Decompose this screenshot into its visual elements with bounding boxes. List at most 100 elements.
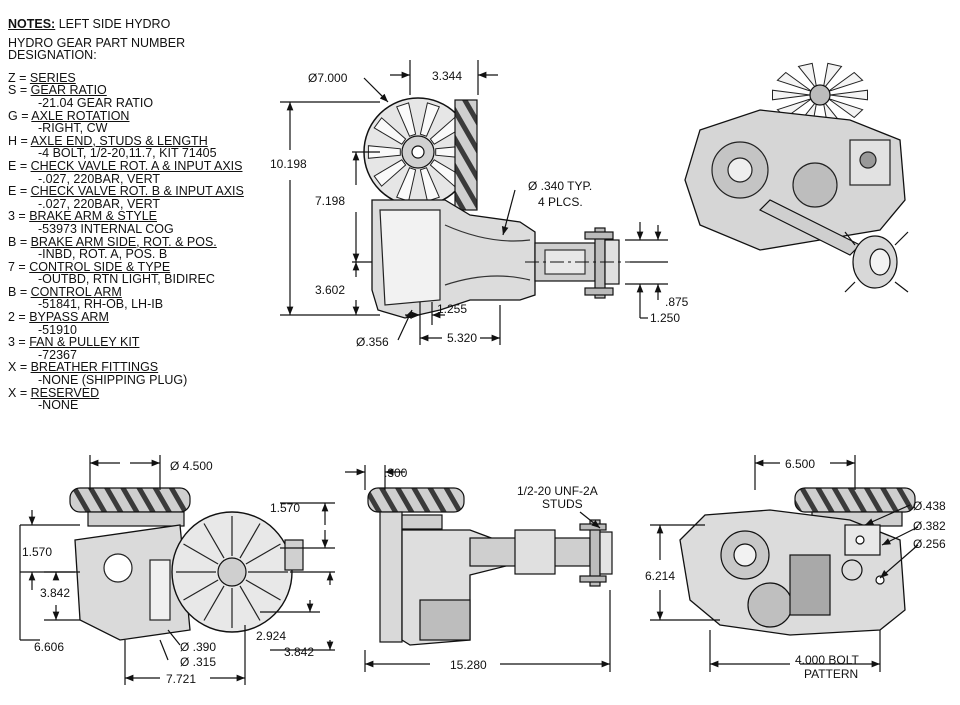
- back-hub: [747, 582, 793, 628]
- designation-code: E: [8, 158, 17, 173]
- dim-back-bolt-1: 4.000 BOLT: [795, 653, 859, 667]
- dim-front-3842a: 3.842: [40, 586, 70, 600]
- front-view: [69, 487, 304, 641]
- dim-front-315: Ø .315: [180, 655, 216, 669]
- designation-detail: -RIGHT, CW: [38, 121, 108, 136]
- cover-rib: [245, 579, 281, 601]
- iso-fan-blade: [827, 98, 864, 119]
- designation-item: H = AXLE END, STUDS & LENGTH: [8, 133, 208, 148]
- designation-item: G = AXLE ROTATION: [8, 108, 130, 123]
- designation-label: RESERVED: [30, 385, 100, 400]
- designation-code: 3: [8, 209, 15, 224]
- designation-item: 7 = CONTROL SIDE & TYPE: [8, 259, 171, 274]
- back-view-dims: [650, 455, 919, 672]
- dim-fan-dia: Ø7.000: [308, 71, 348, 85]
- dim-back-6214: 6.214: [645, 569, 675, 583]
- side-view-dims: [345, 465, 611, 672]
- dim-hole-356: Ø.356: [356, 335, 389, 349]
- designation-detail: -INBD, ROT. A, POS. B: [38, 247, 168, 262]
- side-view: [367, 487, 613, 646]
- designation-item: E = CHECK VAVLE ROT. A & INPUT AXIS: [8, 158, 243, 173]
- fan-blade: [419, 102, 440, 137]
- notes-title: NOTES:: [8, 17, 56, 31]
- designation-label: GEAR RATIO: [30, 83, 107, 98]
- fan-blade: [373, 159, 407, 187]
- side-fan-ribs: [367, 487, 465, 513]
- dim-hub-1250: 1.250: [650, 311, 680, 325]
- notes-panel: NOTES: LEFT SIDE HYDRO HYDRO GEAR PART N…: [8, 18, 244, 412]
- designation-label: CONTROL ARM: [30, 284, 122, 299]
- dim-hub-875: .875: [665, 295, 689, 309]
- iso-fan-blade: [822, 62, 843, 90]
- dim-side-studs-1: 1/2-20 UNF-2A: [517, 484, 598, 498]
- top-view: [363, 97, 665, 319]
- designation-label: AXLE ROTATION: [31, 108, 130, 123]
- front-view-dims: [19, 455, 335, 685]
- dim-back-382: Ø.382: [913, 519, 946, 533]
- designation-label: FAN & PULLEY KIT: [29, 335, 140, 350]
- designation-item: 3 = BRAKE ARM & STYLE: [8, 209, 158, 224]
- designation-detail: -.027, 220BAR, VERT: [38, 196, 161, 211]
- iso-fan-blade: [797, 62, 818, 90]
- designation-item: Z = SERIES: [8, 70, 76, 85]
- designation-detail: -NONE (SHIPPING PLUG): [38, 373, 188, 388]
- designation-item: X = RESERVED: [8, 385, 100, 400]
- designation-detail: -51841, RH-OB, LH-IB: [38, 297, 164, 312]
- fan-blade: [396, 167, 417, 202]
- iso-fan-blade: [827, 71, 864, 92]
- dim-side-15280: 15.280: [450, 658, 487, 672]
- designation-item: 2 = BYPASS ARM: [8, 310, 109, 325]
- dim-top-width: 3.344: [432, 69, 462, 83]
- designation-code: Z: [8, 70, 16, 85]
- front-pulley: [87, 511, 185, 527]
- designation-code: X: [8, 360, 17, 375]
- dim-stud-dia: Ø .340 TYP.: [528, 179, 592, 193]
- front-fan-ribs: [69, 487, 191, 513]
- designation-item: S = GEAR RATIO: [8, 83, 107, 98]
- dim-back-256: Ø.256: [913, 537, 946, 551]
- dim-front-1570a: 1.570: [270, 501, 300, 515]
- dimension-labels: Ø7.000 3.344 10.198 7.198 3.602 Ø .340 T…: [22, 69, 946, 686]
- dim-front-6606: 6.606: [34, 640, 64, 654]
- designation-item: 3 = FAN & PULLEY KIT: [8, 335, 140, 350]
- dim-side-300: .300: [384, 466, 408, 480]
- iso-fan-blade: [772, 89, 811, 101]
- designation-code: X: [8, 385, 17, 400]
- fan-blade: [396, 102, 417, 137]
- fan-blade: [367, 145, 401, 159]
- dim-back-438: Ø.438: [913, 499, 946, 513]
- designation-title: HYDRO GEAR PART NUMBER DESIGNATION:: [8, 36, 244, 62]
- dim-back-bolt-2: PATTERN: [804, 667, 858, 681]
- dim-front-1570b: 1.570: [22, 545, 52, 559]
- designation-detail: -.027, 220BAR, VERT: [38, 171, 161, 186]
- dim-front-2924: 2.924: [256, 629, 286, 643]
- designation-code: 3: [8, 335, 15, 350]
- designation-detail: -4 BOLT, 1/2-20,11.7, KIT 71405: [38, 146, 217, 161]
- isometric-view: [684, 62, 909, 293]
- designation-detail: -OUTBD, RTN LIGHT, BIDIREC: [38, 272, 215, 287]
- designation-code: 2: [8, 310, 15, 325]
- dim-top-low: 3.602: [315, 283, 345, 297]
- cover-rib: [183, 579, 219, 601]
- designation-label: BYPASS ARM: [29, 310, 109, 325]
- designation-code: B: [8, 284, 17, 299]
- designation-label: AXLE END, STUDS & LENGTH: [30, 133, 208, 148]
- designation-item: E = CHECK VALVE ROT. B & INPUT AXIS: [8, 184, 244, 199]
- designation-code: 7: [8, 259, 15, 274]
- dim-front-390: Ø .390: [180, 640, 216, 654]
- back-view: [679, 487, 916, 636]
- designation-item: X = BREATHER FITTINGS: [8, 360, 159, 375]
- dim-stud-count: 4 PLCS.: [538, 195, 583, 209]
- designation-code: H: [8, 133, 18, 148]
- top-view-dims: [280, 60, 668, 345]
- designation-detail: -53973 INTERNAL COG: [38, 221, 174, 236]
- iso-fan-blade: [829, 89, 868, 101]
- designation-detail: -21.04 GEAR RATIO: [38, 95, 154, 110]
- cover-rib: [239, 585, 261, 621]
- dim-back-6500: 6.500: [785, 457, 815, 471]
- designation-item: B = CONTROL ARM: [8, 284, 122, 299]
- top-pulley: [454, 99, 478, 211]
- fan-blade: [373, 117, 407, 145]
